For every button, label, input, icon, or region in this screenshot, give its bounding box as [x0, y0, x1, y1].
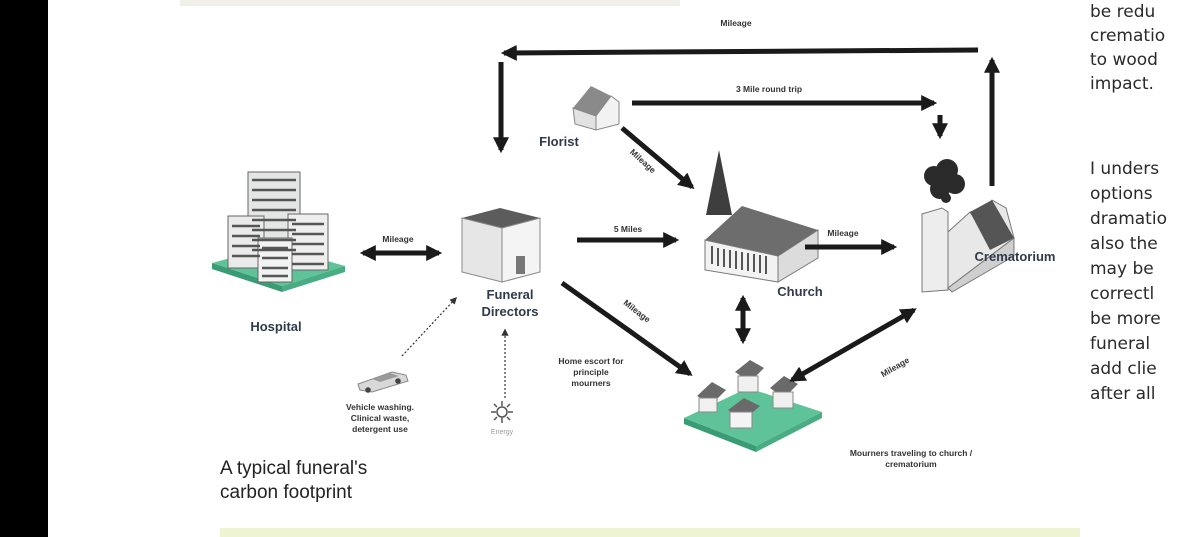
vehicle-note-line1: Vehicle washing.: [345, 402, 415, 412]
funeral-directors-label-line2: Directors: [481, 304, 539, 319]
body-text-line: options: [1090, 184, 1153, 204]
body-text-line: dramatio: [1090, 209, 1167, 229]
left-black-border: [0, 0, 48, 537]
mourners-note-line2: crematorium: [885, 459, 937, 469]
body-text-line: crematio: [1090, 26, 1166, 46]
carbon-footprint-diagram: [212, 44, 1015, 452]
bottom-cropped-band: [220, 528, 1080, 537]
vehicle-note-line3: detergent use: [352, 424, 408, 434]
body-text-line: funeral: [1090, 334, 1151, 354]
funeral-directors-to-mourners-arrow: [560, 280, 693, 377]
funeral-directors-building-icon: [461, 208, 541, 283]
smoke-cloud-icon: [924, 159, 965, 203]
body-text-line: to wood: [1090, 50, 1158, 70]
caption-line2: carbon footprint: [220, 482, 353, 503]
florist-label: Florist: [539, 134, 579, 149]
vehicle-to-funeral-directors-dotted-arrow: [401, 296, 457, 357]
top-cropped-heading: [180, 0, 680, 6]
body-text-line: be more: [1090, 309, 1161, 329]
top-loop-arrow: [500, 44, 979, 61]
three-mile-round-trip-label: 3 Mile round trip: [735, 84, 803, 94]
church-crematorium-mileage-label: Mileage: [827, 228, 859, 238]
crematorium-building-icon: [921, 159, 1015, 293]
escort-note-line2: principle: [573, 367, 609, 377]
church-building-icon: [704, 150, 819, 283]
vehicle-note-line2: Clinical waste,: [350, 413, 410, 423]
body-text-line: may be: [1090, 259, 1154, 279]
hearse-vehicle-icon: [357, 371, 409, 393]
body-text-line: be redu: [1090, 2, 1156, 22]
arrows: [359, 44, 1001, 383]
church-label: Church: [777, 284, 823, 299]
energy-label: Energy: [490, 429, 514, 436]
hospital-label: Hospital: [250, 319, 302, 334]
body-text-line: impact.: [1090, 74, 1154, 94]
escort-note-line3: mourners: [571, 378, 611, 388]
body-text-line: add clie: [1090, 359, 1157, 379]
mourners-crematorium-arrow: [789, 307, 917, 383]
body-text-line: I unders: [1090, 159, 1160, 179]
five-miles-label: 5 Miles: [613, 224, 643, 234]
mourners-note-line1: Mourners traveling to church /: [849, 448, 973, 458]
florist-house-icon: [572, 86, 620, 131]
florist-to-church-arrow: [620, 126, 695, 190]
funeral-directors-label-line1: Funeral: [486, 287, 534, 302]
energy-sun-icon: [491, 401, 513, 423]
cropped-body-text: be redu crematio to wood impact. I under…: [1090, 0, 1200, 537]
hospital-mileage-label: Mileage: [382, 234, 414, 244]
body-text-line: after all: [1090, 384, 1156, 404]
escort-note-line1: Home escort for: [558, 356, 624, 366]
top-loop-mileage-label: Mileage: [720, 18, 752, 28]
caption-line1: A typical funeral's: [220, 458, 368, 479]
diagram-caption: A typical funeral's carbon footprint: [220, 457, 367, 505]
crematorium-label: Crematorium: [974, 249, 1056, 264]
mourners-houses-icon: [684, 360, 822, 452]
dotted-arrows: [401, 296, 509, 398]
body-text-line: correctl: [1090, 284, 1155, 304]
body-text-line: also the: [1090, 234, 1158, 254]
hospital-building-icon: [212, 171, 345, 292]
